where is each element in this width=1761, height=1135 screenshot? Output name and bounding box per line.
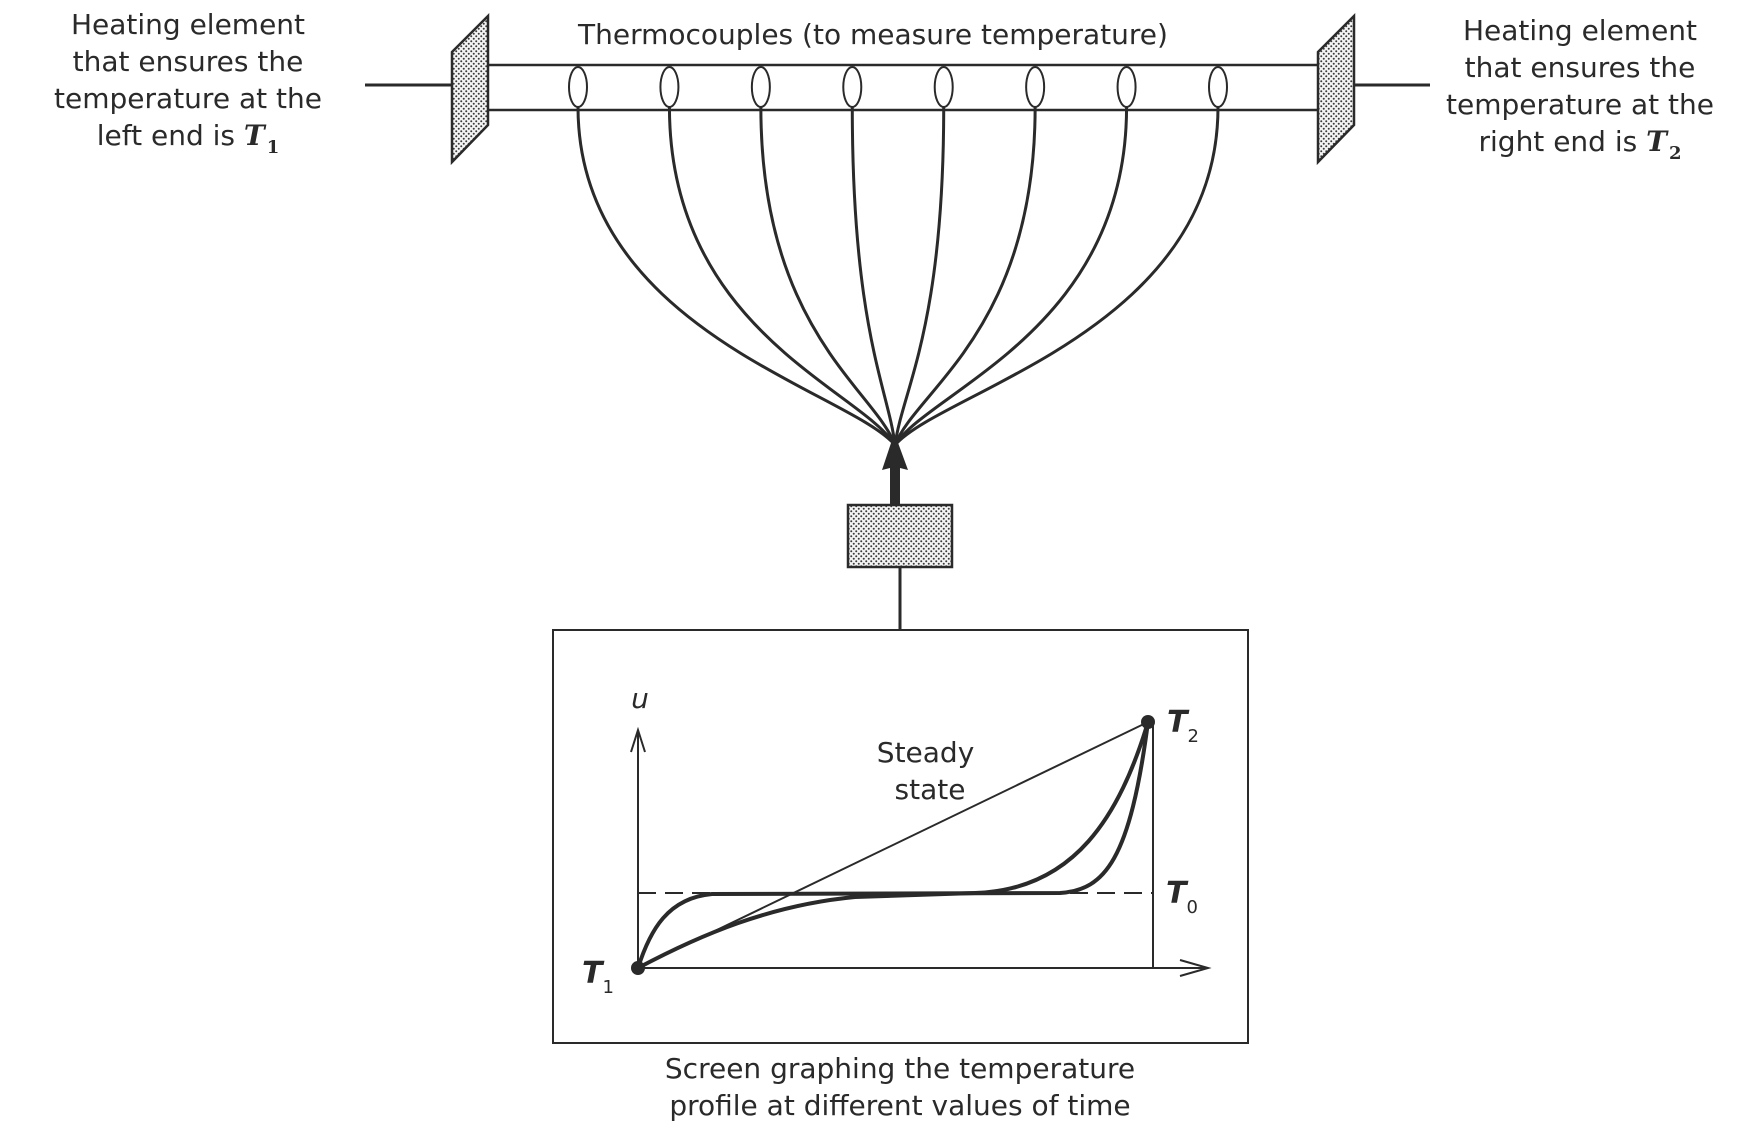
steady-state-label-line1: Steady bbox=[877, 736, 974, 769]
t0-label: T0 bbox=[1166, 876, 1198, 918]
thermocouple-wire bbox=[893, 106, 946, 446]
thermocouple-wire bbox=[893, 106, 1220, 446]
rod bbox=[488, 63, 1318, 112]
left-heater-label-line1: Heating element bbox=[70, 8, 306, 41]
right-heating-element bbox=[1316, 12, 1356, 166]
thermocouple-bead bbox=[1116, 66, 1137, 108]
graph-screen bbox=[552, 629, 1249, 1044]
right-heater-label-line1: Heating element bbox=[1462, 14, 1698, 47]
thermocouple-wire bbox=[576, 106, 897, 446]
thermocouple-wire bbox=[850, 106, 897, 446]
left-heater-label-line2: that ensures the bbox=[72, 45, 304, 78]
wire-bundle-junction bbox=[882, 440, 908, 505]
left-heater-label: Heating element that ensures the tempera… bbox=[28, 6, 348, 158]
screen-caption: Screen graphing the temperature profile … bbox=[600, 1050, 1200, 1124]
screen-caption-line1: Screen graphing the temperature bbox=[664, 1052, 1136, 1085]
y-axis-label: u bbox=[631, 682, 649, 715]
left-heater-label-line3: temperature at the bbox=[54, 82, 322, 115]
graph-axes bbox=[630, 722, 1212, 977]
t1-point bbox=[631, 961, 645, 975]
data-acquisition-box bbox=[846, 503, 954, 569]
thermocouples-label: Thermocouples (to measure temperature) bbox=[578, 18, 1168, 51]
right-heater-label: Heating element that ensures the tempera… bbox=[1420, 12, 1740, 164]
thermocouple-beads bbox=[568, 66, 1228, 108]
thermocouple-wire bbox=[759, 106, 897, 446]
profile-later-time bbox=[636, 720, 1150, 970]
transient-profiles bbox=[636, 720, 1150, 970]
right-heater-label-line3: temperature at the bbox=[1446, 88, 1714, 121]
t2-point bbox=[1141, 715, 1155, 729]
thermocouple-wire bbox=[893, 106, 1129, 446]
thermocouple-bead bbox=[659, 66, 680, 108]
profile-early-time bbox=[636, 720, 1150, 970]
thermocouple-bead bbox=[933, 66, 954, 108]
right-heater-label-line2: that ensures the bbox=[1464, 51, 1696, 84]
thermocouple-bead bbox=[1025, 66, 1046, 108]
t2-label: T2 bbox=[1167, 705, 1199, 747]
thermocouple-wire bbox=[667, 106, 897, 446]
thermocouple-bead bbox=[568, 66, 588, 108]
thermocouple-bead bbox=[842, 66, 863, 108]
steady-state-label-line2: state bbox=[895, 773, 966, 806]
left-heating-element bbox=[450, 12, 490, 166]
thermocouple-bead bbox=[750, 66, 771, 108]
thermocouple-bead bbox=[1208, 66, 1228, 108]
t1-label: T1 bbox=[582, 956, 614, 998]
thermocouple-wire bbox=[893, 106, 1037, 446]
thermocouple-wires bbox=[576, 106, 1220, 446]
steady-state-label: Steady state bbox=[877, 736, 983, 806]
screen-caption-line2: profile at different values of time bbox=[669, 1089, 1131, 1122]
